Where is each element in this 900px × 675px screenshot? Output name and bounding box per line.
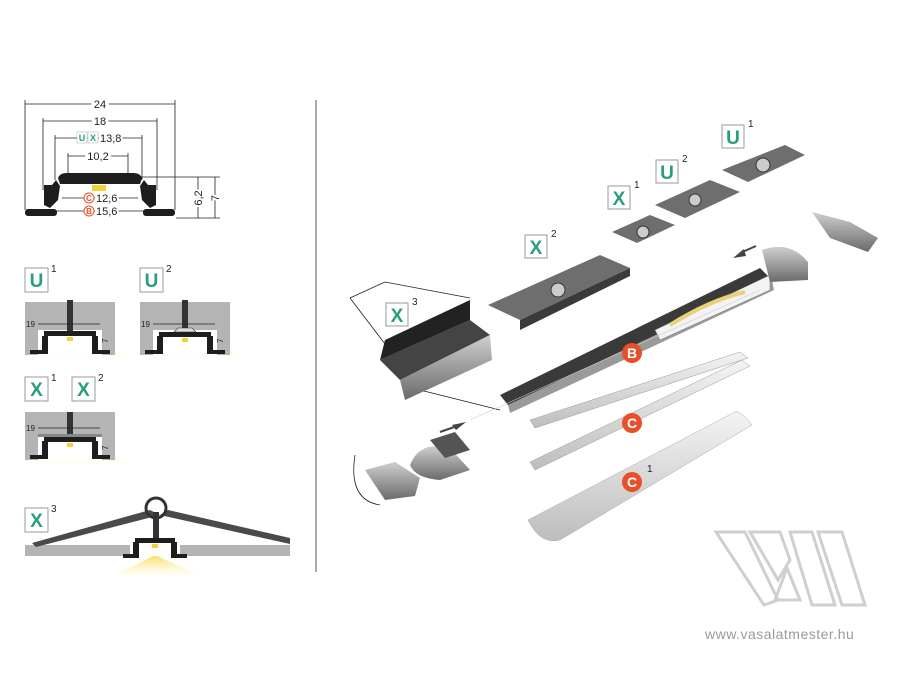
- label-x1: X 1: [607, 180, 640, 210]
- label-letter: C: [627, 474, 637, 490]
- mount-letter: X: [30, 511, 43, 532]
- mount-letter: U: [30, 271, 44, 292]
- mount-cut-width: 19: [141, 320, 150, 329]
- mount-letter: X: [77, 380, 90, 401]
- mount-cut-width: 19: [26, 424, 35, 433]
- dim-mount-x: X: [90, 133, 96, 143]
- dim-total-height: 7: [210, 195, 222, 201]
- watermark-url: www.vasalatmester.hu: [704, 626, 854, 642]
- mount-u2: U 2 19 7: [139, 264, 245, 360]
- mount-u1: U 1 19 7: [24, 264, 130, 360]
- exploded-view: [349, 145, 878, 542]
- dim-diffuser-c-width: 12,6: [96, 193, 117, 205]
- watermark-logo: [713, 530, 868, 607]
- label-index: 1: [647, 464, 653, 475]
- mount-cut-depth: 7: [101, 445, 110, 450]
- label-letter: U: [660, 163, 674, 184]
- mount-x3: X 3: [24, 496, 290, 578]
- label-letter: X: [530, 238, 543, 259]
- label-x2: X 2: [524, 229, 557, 259]
- mount-cut-depth: 7: [101, 338, 110, 343]
- label-letter: U: [726, 128, 740, 149]
- dim-mount-width: 13,8: [100, 133, 121, 145]
- label-index: 1: [634, 180, 640, 191]
- dim-led-width: 10,2: [87, 151, 108, 163]
- label-u2: U 2: [655, 154, 688, 184]
- mount-letter: X: [30, 380, 43, 401]
- mount-index: 3: [51, 504, 57, 515]
- label-letter: C: [627, 415, 637, 431]
- label-letter: X: [391, 306, 404, 327]
- mount-index: 1: [51, 264, 57, 275]
- label-x3: X 3: [385, 297, 418, 327]
- label-u1: U 1: [721, 119, 754, 149]
- label-letter: B: [627, 345, 637, 361]
- dim-inner-height: 6,2: [193, 190, 205, 205]
- dim-inner-width: 18: [94, 116, 106, 128]
- mount-cut-depth: 7: [216, 338, 225, 343]
- dim-mount-u: U: [79, 133, 86, 143]
- mount-index: 2: [98, 373, 104, 384]
- label-c1: C 1: [622, 464, 653, 492]
- mount-letter: U: [145, 271, 159, 292]
- dim-diffuser-b-width: 15,6: [96, 206, 117, 218]
- label-c: C: [622, 413, 642, 433]
- mount-cut-width: 19: [26, 320, 35, 329]
- dim-diffuser-b-label: B: [86, 207, 92, 216]
- label-index: 3: [412, 297, 418, 308]
- label-b: B: [622, 343, 642, 363]
- label-index: 2: [551, 229, 557, 240]
- profile-dimension-drawing: 24 18 U X 13,8 10,2 C 12,6 B 15,6 6,2 7: [24, 96, 224, 220]
- label-index: 1: [748, 119, 754, 130]
- label-index: 2: [682, 154, 688, 165]
- mount-x1-x2: X 1 X 2 19 7: [24, 373, 130, 466]
- dim-diffuser-c-label: C: [86, 194, 92, 203]
- mount-index: 1: [51, 373, 57, 384]
- dim-total-width: 24: [94, 99, 106, 111]
- label-letter: X: [613, 189, 626, 210]
- mount-index: 2: [166, 264, 172, 275]
